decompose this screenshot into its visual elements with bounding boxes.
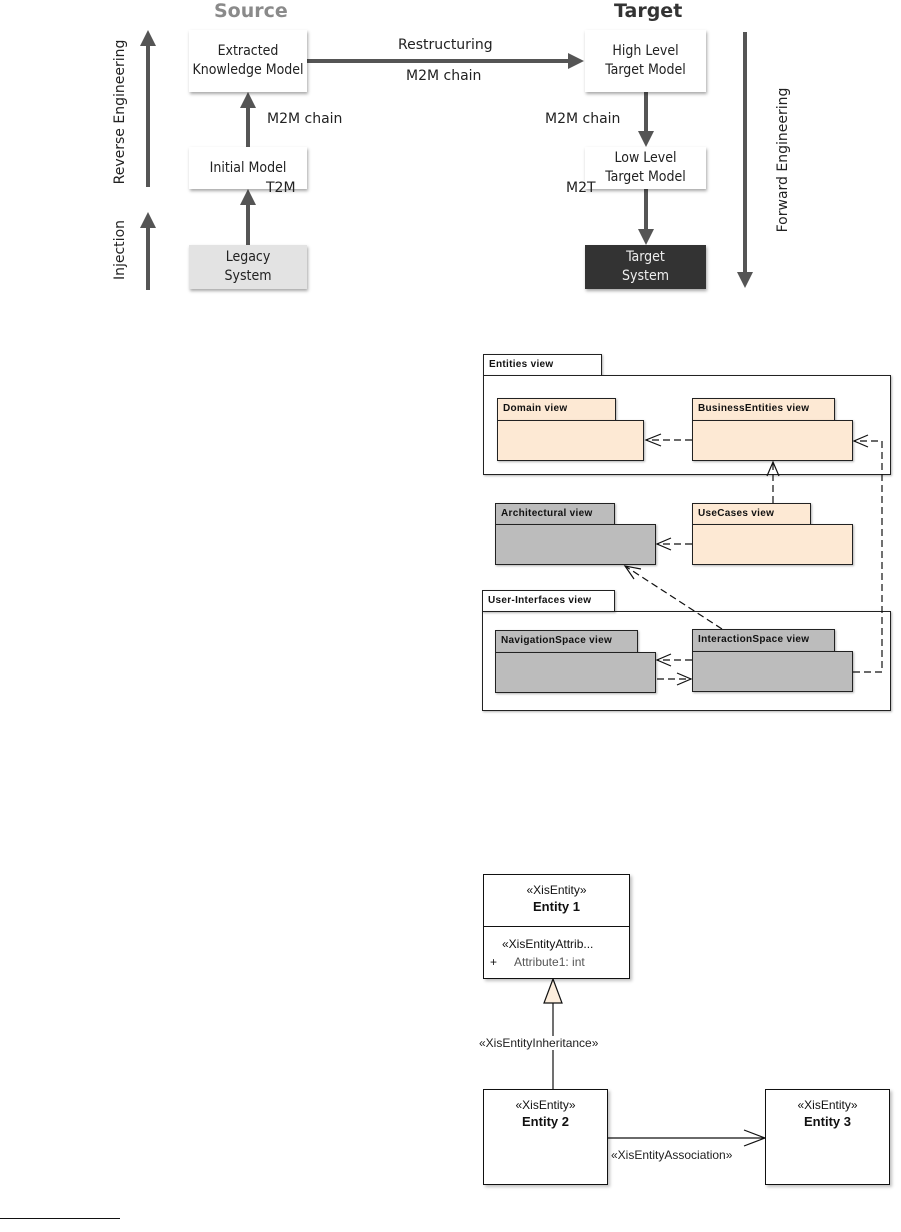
user-interfaces-view-package	[482, 611, 891, 711]
source-title: Source	[214, 0, 288, 22]
m2m-chain-top-label: M2M chain	[406, 68, 482, 84]
interaction-to-architectural-dependency	[624, 565, 723, 630]
target-title: Target	[614, 0, 683, 22]
entity3-stereotype: «XisEntity»	[797, 1098, 858, 1112]
inheritance-triangle-icon	[543, 977, 563, 1004]
navigation-space-view-package	[495, 652, 656, 693]
t2m-label: T2M	[266, 180, 296, 196]
domain-view-package	[497, 420, 644, 461]
dependency-arrows	[623, 433, 883, 686]
business-entities-view-package	[692, 420, 853, 461]
attribute-stereotype: «XisEntityAttrib...	[502, 937, 594, 951]
footnote-divider	[0, 1218, 120, 1219]
attribute1: Attribute1: int	[514, 955, 585, 969]
interaction-to-business-dependency	[853, 440, 883, 673]
m2m-chain-left-label: M2M chain	[267, 111, 343, 127]
attribute-visibility: +	[490, 955, 498, 969]
association-label: «XisEntityAssociation»	[611, 1148, 733, 1162]
usecases-view-package	[692, 524, 853, 565]
entity3-class: «XisEntity» Entity 3	[765, 1089, 890, 1185]
inheritance-label: «XisEntityInheritance»	[479, 1036, 599, 1050]
entity1-stereotype: «XisEntity»	[526, 883, 587, 897]
architectural-view-package	[495, 524, 656, 565]
legacy-system-box: Legacy System	[189, 245, 307, 289]
entity3-name: Entity 3	[804, 1114, 851, 1129]
interaction-space-view-package	[692, 651, 853, 692]
process-arrows	[140, 30, 753, 290]
entity1-class: «XisEntity» Entity 1 «XisEntityAttrib...…	[483, 874, 630, 979]
entity2-class: «XisEntity» Entity 2	[483, 1089, 608, 1185]
initial-model-box: Initial Model	[189, 147, 307, 189]
low-level-target-model-box: Low Level Target Model	[585, 147, 706, 189]
high-level-target-model-box: High Level Target Model	[585, 30, 706, 92]
m2t-label: M2T	[566, 180, 596, 196]
m2m-chain-right-label: M2M chain	[545, 111, 621, 127]
entity2-stereotype: «XisEntity»	[515, 1098, 576, 1112]
target-system-box: Target System	[585, 245, 706, 289]
entity1-name: Entity 1	[533, 899, 580, 914]
restructuring-label: Restructuring	[398, 37, 493, 53]
extracted-knowledge-model-box: Extracted Knowledge Model	[189, 30, 307, 92]
entity2-name: Entity 2	[522, 1114, 569, 1129]
